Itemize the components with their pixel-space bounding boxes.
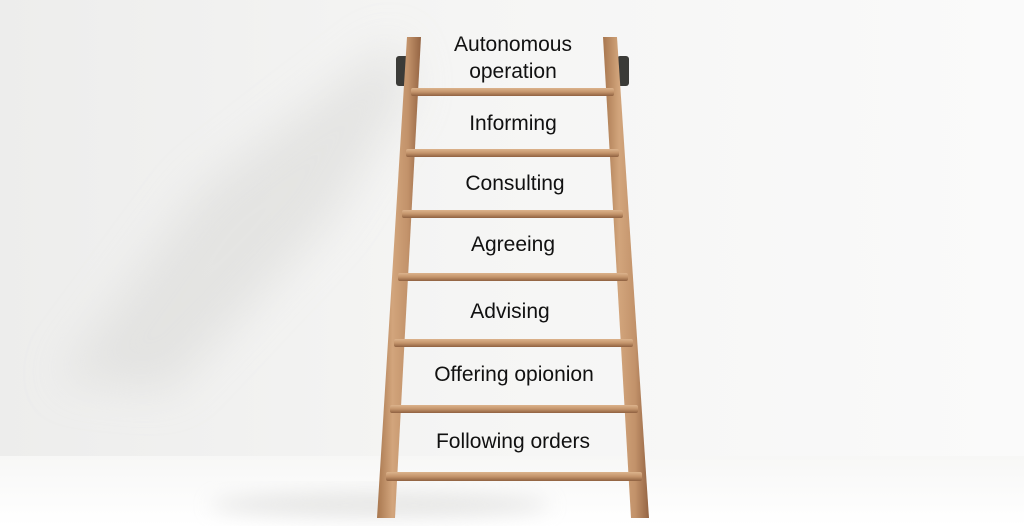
ladder-rung: [386, 472, 642, 481]
ladder-rung: [402, 210, 623, 218]
ladder-rung: [411, 88, 614, 96]
step-label-consulting: Consulting: [465, 172, 565, 195]
step-label-following-orders: Following orders: [435, 430, 591, 453]
step-label-offering-opinion: Offering opionion: [434, 363, 594, 386]
wall-bracket-right: [617, 56, 629, 86]
step-label-advising: Advising: [470, 300, 550, 323]
step-label-autonomous-operation-line-1: Autonomous operation: [454, 33, 572, 83]
step-label-informing: Informing: [469, 112, 557, 135]
ladder-rung: [390, 405, 638, 413]
ladder-rung: [406, 149, 619, 157]
ladder-rung: [398, 273, 628, 281]
ladder-rung: [394, 339, 633, 347]
wall-shadow: [60, 40, 410, 390]
step-label-autonomous-operation: Autonomous operation: [393, 31, 633, 85]
floor: [0, 456, 1024, 526]
step-label-agreeing: Agreeing: [470, 233, 556, 256]
